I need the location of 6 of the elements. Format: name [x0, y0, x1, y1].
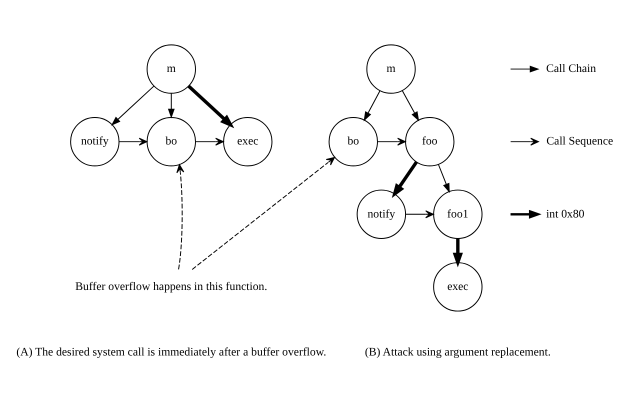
label: (B) Attack using argument replacement. [364, 345, 551, 358]
legend-label: int 0x80 [546, 206, 584, 220]
legend-label: Call Sequence [546, 134, 614, 148]
node-text: Buffer overflow happens in this function. [75, 279, 268, 292]
label: (A) The desired system call is immediately after a buffer overflow. [16, 345, 326, 358]
legend-label: Call Chain [546, 62, 596, 75]
